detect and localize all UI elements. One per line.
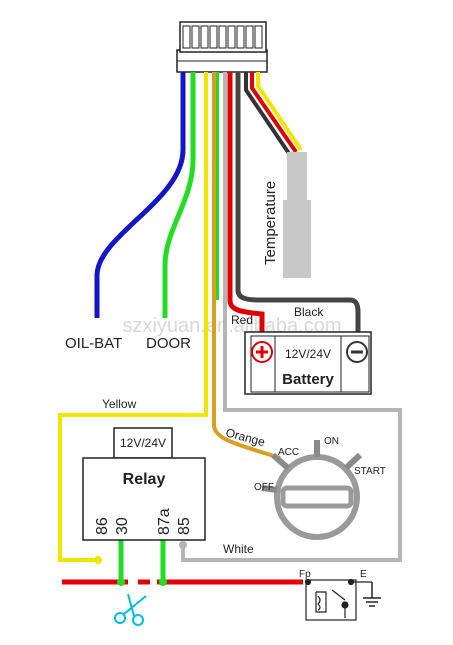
white-wire xyxy=(181,72,402,562)
yellow-wire xyxy=(58,72,208,562)
yellow-label: Yellow xyxy=(102,397,137,411)
black-label: Black xyxy=(294,305,324,319)
black-wire xyxy=(235,72,361,338)
relay-voltage-label: 12V/24V xyxy=(120,436,166,450)
red-label: Red xyxy=(231,313,253,327)
plus-circle-icon xyxy=(251,341,273,363)
wire-connector xyxy=(176,21,268,73)
battery-voltage-label: 12V/24V xyxy=(285,347,331,361)
battery xyxy=(244,331,372,395)
scissors-icon xyxy=(114,593,147,626)
green-wire xyxy=(162,72,196,318)
pin-30-junction xyxy=(117,578,125,586)
acc-label: ACC xyxy=(278,447,299,458)
start-label: START xyxy=(354,466,386,477)
fp-label: Fp xyxy=(299,569,311,580)
battery-label: Battery xyxy=(282,371,334,388)
e-label: E xyxy=(360,569,367,580)
minus-circle-icon xyxy=(346,341,368,363)
relay-label: Relay xyxy=(123,471,166,488)
relay-pin-87a: 87a xyxy=(156,508,173,535)
relay-pin-86-terminal xyxy=(94,556,102,564)
temperature-label: Temperature xyxy=(262,181,279,265)
on-label: ON xyxy=(324,436,339,447)
temperature-sensor xyxy=(283,152,311,278)
relay-pin-86: 86 xyxy=(94,517,111,535)
temperature-wire-red xyxy=(250,72,298,154)
red-wire xyxy=(227,72,265,338)
ignition-switch xyxy=(261,440,363,540)
relay xyxy=(82,427,206,541)
relay-pin-85-terminal xyxy=(179,541,187,549)
temperature-wire-black xyxy=(244,72,292,157)
blue-wire xyxy=(94,72,186,318)
ground-icon xyxy=(363,582,381,607)
pin-87a-junction xyxy=(159,578,167,586)
temperature-wire-yellow xyxy=(256,72,303,152)
relay-pin-85: 85 xyxy=(176,517,193,535)
fuel-pump-circuit xyxy=(304,578,372,621)
oil-bat-label: OIL-BAT xyxy=(65,335,122,352)
off-label: OFF xyxy=(254,482,274,493)
orange-wire xyxy=(212,72,281,460)
relay-pin-30: 30 xyxy=(114,517,131,535)
white-label: White xyxy=(223,542,254,556)
door-label: DOOR xyxy=(146,335,191,352)
